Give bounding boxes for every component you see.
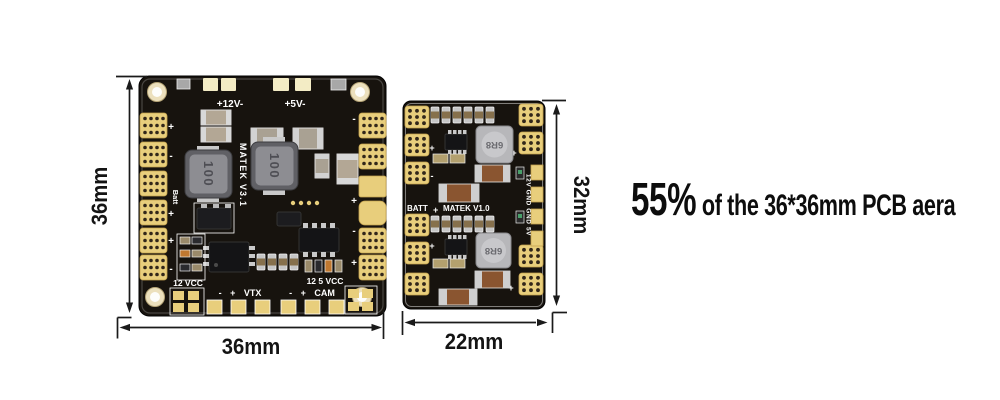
polarity-mark: +	[168, 209, 174, 220]
dim-line-left-height	[116, 75, 147, 313]
caption-percentage: 55%	[631, 173, 697, 225]
mounting-hole	[350, 82, 370, 102]
esc-pad-column-right	[358, 112, 387, 281]
output-pads-right-edge	[515, 164, 544, 247]
dim-label-right-height: 32mm	[569, 175, 594, 235]
output-pad-group-12-5-vcc	[344, 285, 378, 315]
board-brand-text: MATEK V1.0	[443, 204, 490, 213]
label-vtx: - + VTX	[219, 288, 262, 298]
polarity-mark: -	[352, 114, 355, 125]
label-12-5-vcc: 12 5 VCC	[307, 276, 344, 286]
label-12v-rail: +12V-	[217, 99, 243, 110]
polarity-mark: +	[168, 236, 174, 247]
mounting-hole	[145, 287, 165, 307]
polarity-mark: +	[511, 148, 516, 158]
polarity-mark: +	[351, 258, 357, 269]
top-rail-pads	[176, 78, 347, 91]
inductor-marking: 100	[267, 153, 282, 179]
capacitor	[432, 258, 511, 306]
mounting-hole	[147, 82, 167, 102]
caption-text: of the 36*36mm PCB aera	[696, 189, 956, 222]
polarity-mark: +	[429, 241, 434, 251]
polarity-mark: -	[169, 264, 172, 275]
right-pcb-photo: 12V GND GND 5V + - + + + 6R8 BATT	[402, 100, 546, 310]
polarity-mark: +	[429, 143, 434, 153]
label-cam: - + CAM	[289, 288, 335, 298]
dim-label-right-width: 22mm	[444, 329, 504, 354]
inductor-top: 6R8	[475, 125, 514, 164]
inductor-12v: 100	[184, 146, 233, 202]
regulator-chip	[298, 223, 340, 257]
regulator-chip	[203, 241, 255, 273]
inductor-bottom: 6R8	[475, 232, 512, 269]
capacitor	[432, 153, 511, 203]
inductor-5v: 100	[250, 137, 299, 195]
transistor	[193, 202, 302, 234]
gold-pad-row	[290, 200, 320, 206]
dimension-annotations	[116, 75, 567, 339]
polarity-mark: +	[508, 283, 513, 293]
polarity-mark: -	[431, 171, 434, 181]
left-pcb-photo: +12V- +5V- + - + + - Batt - + + - +	[138, 75, 387, 317]
label-batt: BATT	[407, 204, 428, 213]
vtx-cam-pads	[206, 299, 345, 315]
label-5v-rail: +5V-	[285, 99, 306, 110]
inductor-marking: 100	[201, 161, 216, 187]
label-output-rails: 12V GND GND 5V	[525, 174, 532, 236]
polarity-mark: -	[352, 226, 355, 237]
polarity-mark: -	[169, 151, 172, 162]
regulator-chip	[444, 130, 468, 154]
dim-label-left-width: 36mm	[221, 334, 281, 359]
regulator-chip	[444, 235, 468, 259]
inductor-marking: 6R8	[485, 245, 502, 256]
polarity-mark: +	[351, 196, 357, 207]
silkscreen-border	[405, 103, 543, 307]
resistor-cluster	[304, 259, 343, 273]
caption: 55% of the 36*36mm PCB aera	[631, 173, 956, 225]
polarity-mark: +	[433, 205, 438, 215]
label-batt: Batt	[171, 190, 180, 205]
dim-line-left-width	[116, 311, 385, 339]
inductor-marking: 6R8	[486, 139, 503, 150]
dim-label-left-height: 36mm	[87, 166, 112, 226]
dim-line-right-width	[401, 311, 548, 335]
polarity-mark: +	[168, 122, 174, 133]
dim-line-right-height	[542, 99, 567, 333]
resistor-cluster	[176, 233, 206, 281]
board-brand-text: MATEK V3.1	[238, 143, 248, 207]
output-pad-group-12vcc	[169, 287, 205, 316]
label-12vcc: 12 VCC	[173, 278, 203, 288]
